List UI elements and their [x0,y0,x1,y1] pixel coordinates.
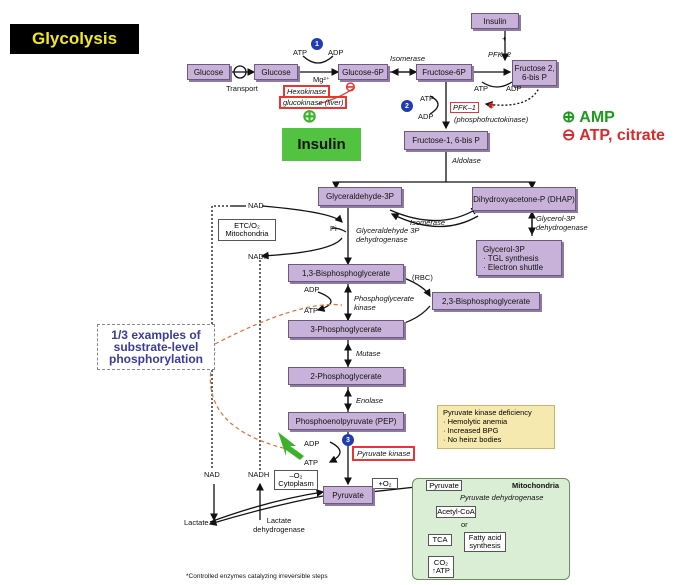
isomerase-label: Isomerase [390,54,426,63]
adp-pfk1-label: ADP [418,112,434,121]
pk-deficiency-item: · Hemolytic anemia [443,417,508,426]
hexokinase-inhibition-icon: ⊖ [345,79,356,94]
insulin-activation-icon: ⊕ [302,106,318,126]
nad-lactate-label: NAD [204,470,220,479]
lactate-dehydrogenase-label: Lactate dehydrogenase [253,516,305,534]
amp-activator-label: ⊕ AMP [562,109,615,126]
tca-box: TCA [428,534,452,546]
atp-yield-label: ↑ATP [432,566,450,575]
atp-citrate-inhibitor-label: ⊖ ATP, citrate [562,127,665,144]
pfk1-label: PFK–1 [450,102,479,113]
enolase-label: Enolase [356,396,384,405]
pk-deficiency-item: · Increased BPG [443,426,499,435]
footnote: *Controlled enzymes catalyzing irreversi… [186,573,328,580]
rbc-label: (RBC) [412,273,433,282]
fructose-1-6-bisp-box: Fructose-1, 6-bis P [404,131,488,150]
insulin-effect-label: Insulin [282,128,361,161]
insulin-box: Insulin [471,13,519,29]
magnesium-label: Mg²⁺ [313,75,330,84]
g3p-dehydrogenase-label: Glyceraldehyde 3P dehydrogenase [356,226,420,244]
2-3-bisphosphoglycerate-box: 2,3-Bisphosphoglycerate [432,292,540,310]
glycerol-3p-item: · TGL synthesis [483,253,539,263]
pyruvate-kinase-deficiency-box: Pyruvate kinase deficiency · Hemolytic a… [437,405,555,449]
1-3-bisphosphoglycerate-box: 1,3-Bisphosphoglycerate [288,264,404,282]
fructose-2-6-bisp-box: Fructose 2, 6-bis P [512,60,557,86]
atp-pgk-label: ATP [304,306,319,315]
atp-pk-label: ATP [304,458,319,467]
insulin-plus-sign: + [502,34,507,43]
atp-hexokinase-label: ATP [293,48,308,57]
phosphate-label: Pi [330,224,337,233]
pyruvate-dehydrogenase-label: Pyruvate dehydrogenase [460,493,544,502]
2-phosphoglycerate-box: 2-Phosphoglycerate [288,367,404,385]
lactate-label: Lactate [184,518,209,527]
pfk1-activation-icon: ⊕ [488,101,495,110]
page-title: Glycolysis [10,24,139,54]
adp-pk-label: ADP [304,439,320,448]
transport-label: Transport [226,84,258,93]
nadh-label: NADH [248,252,270,261]
glyceraldehyde-3p-box: Glyceraldehyde-3P [318,187,402,206]
control-step-2-badge: 2 [401,100,413,112]
aerobic-box: +O₂ [372,478,398,489]
adp-pfk2-label: ADP [506,84,522,93]
co2-label: CO₂ [433,558,449,567]
mutase-label: Mutase [356,349,381,358]
pk-deficiency-title: Pyruvate kinase deficiency [443,408,532,417]
nadh-lactate-label: NADH [248,470,270,479]
cytoplasm-anaerobic-box: –O₂ Cytoplasm [274,470,318,490]
glucokinase-label: glucokinase (liver) [279,96,348,109]
3-phosphoglycerate-box: 3-Phosphoglycerate [288,320,404,338]
co2-atp-box: CO₂ ↑ATP [428,556,454,578]
phosphoglycerate-kinase-label: Phosphoglycerate kinase [354,294,415,312]
pep-box: Phosphoenolpyruvate (PEP) [288,412,404,430]
glycerol-3p-box: Glycerol-3P · TGL synthesis · Electron s… [476,240,562,276]
control-step-3-badge: 3 [342,434,354,446]
glycerol-3p-item: · Electron shuttle [483,262,544,272]
adp-pgk-label: ADP [304,285,320,294]
isomerase-triose-label: Isomerase [410,218,446,227]
glycerol-3p-title: Glycerol-3P [483,244,525,254]
glycerol-3p-dehydrogenase-label: Glycerol-3P dehydrogenase [536,214,588,232]
pyruvate-kinase-label: Pyruvate kinase [352,446,416,461]
glucose-extracellular-box: Glucose [187,64,230,80]
atp-pfk2-label: ATP [474,84,489,93]
mito-pyruvate-box: Pyruvate [426,480,462,491]
atp-pfk1-label: ATP [420,94,435,103]
fructose-6p-box: Fructose-6P [416,64,472,80]
etc-mitochondria-box: ETC/O₂ Mitochondria [218,219,276,241]
pk-deficiency-item: · No heinz bodies [443,435,502,444]
pyruvate-box: Pyruvate [323,486,373,504]
fatty-acid-synthesis-box: Fatty acid synthesis [464,532,506,552]
aldolase-label: Aldolase [452,156,481,165]
or-label: or [461,520,468,529]
acetyl-coa-box: Acetyl-CoA [436,506,476,518]
glucose-6p-box: Glucose-6P [338,64,388,80]
adp-hexokinase-label: ADP [328,48,344,57]
glucose-intracellular-box: Glucose [254,64,298,80]
phosphofructokinase-label: (phosphofructokinase) [454,115,529,124]
pfk2-label: PFK–2 [488,50,511,59]
substrate-level-phosphorylation-note: 1/3 examples of substrate-level phosphor… [97,324,215,370]
nad-label: NAD [248,201,264,210]
dhap-box: Dihydroxyacetone-P (DHAP) [472,187,576,211]
mitochondria-title: Mitochondria [512,481,560,490]
control-step-1-badge: 1 [311,38,323,50]
